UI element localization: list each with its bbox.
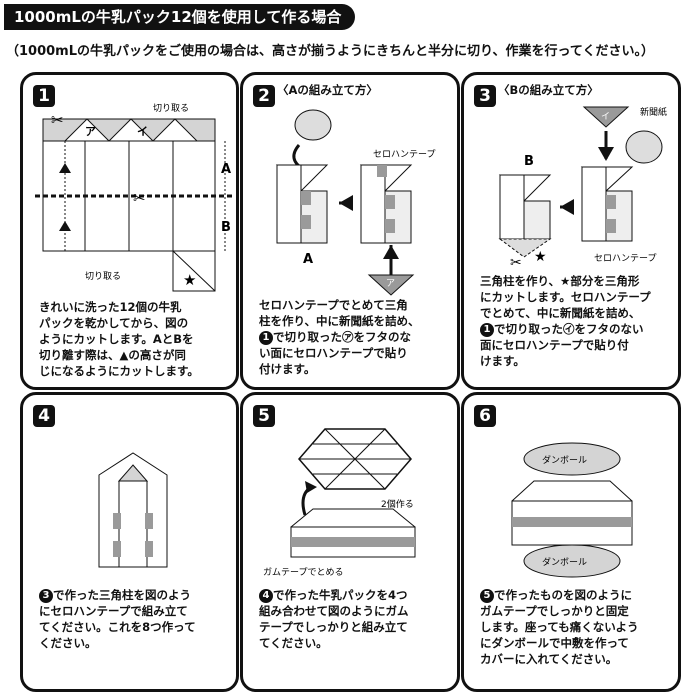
step-2-panel: 2 〈Aの組み立て方〉 A セロハンテープ ア セロハンテープでとめて三角 柱を… (240, 72, 460, 390)
step-ref-icon: 1 (259, 331, 273, 345)
step-number: 2 (253, 85, 275, 107)
step-1-panel: 1 ア イ 切り取る 切り取る A B ★ ✂ ✂ きれいに洗った12個の牛乳 … (20, 72, 239, 390)
step-3-panel: 3 〈Bの組み立て方〉 イ 新聞紙 B ★ ✂ セロハンテープ 三角柱を作り、★… (461, 72, 681, 390)
step-ref-icon: 4 (259, 589, 273, 603)
newspaper-icon (294, 109, 332, 141)
cardboard-top-label: ダンボール (542, 454, 587, 466)
mark-a: ア (85, 125, 96, 138)
label-b: B (524, 154, 534, 169)
newspaper-label: 新聞紙 (640, 106, 667, 118)
mark-label: ア (386, 279, 395, 289)
tape-label: セロハンテープ (594, 253, 656, 264)
assembly-b-diagram: イ 新聞紙 B ★ ✂ セロハンテープ (498, 106, 667, 271)
assembly-a-diagram: A セロハンテープ ア (275, 109, 435, 296)
scissors-icon: ✂ (133, 189, 146, 207)
step-number: 4 (33, 405, 55, 427)
label-a: A (221, 162, 231, 177)
step-number: 1 (33, 85, 55, 107)
label-a: A (303, 252, 313, 267)
step-number: 3 (474, 85, 496, 107)
twice-label: 2個作る (381, 498, 414, 510)
step-ref-icon: 3 (39, 589, 53, 603)
cut-bottom-label: 切り取る (85, 271, 121, 282)
step-3-desc: 三角柱を作り、★部分を三角形 にカットします。セロハンテープ でとめて、中に新聞… (480, 274, 651, 368)
gum-label: ガムテープでとめる (263, 567, 343, 578)
cardboard-bottom-label: ダンボール (542, 556, 587, 568)
step-title: 〈Aの組み立て方〉 (277, 83, 378, 97)
newspaper-icon (625, 130, 663, 164)
label-b: B (221, 220, 231, 235)
hexagon-assembly: 2個作る ガムテープでとめる (263, 428, 416, 578)
mark-label: イ (601, 112, 610, 122)
page-title: 1000mLの牛乳パック12個を使用して作る場合 (4, 4, 356, 30)
cushion-assembly: ダンボール ダンボール (511, 442, 633, 578)
scissors-icon: ✂ (51, 111, 64, 129)
page-subtitle: （1000mLの牛乳パックをご使用の場合は、高さが揃うようにきちんと半分に切り、… (6, 44, 654, 59)
mark-i: イ (137, 125, 148, 138)
step-title: 〈Bの組み立て方〉 (498, 83, 599, 97)
step-1-desc: きれいに洗った12個の牛乳 パックを乾かしてから、図の ようにカットします。Aと… (39, 300, 199, 378)
star-icon: ★ (534, 249, 547, 265)
star-icon: ★ (183, 271, 196, 289)
triangle-prism-assembly (98, 452, 168, 568)
cut-top-label: 切り取る (153, 103, 189, 114)
scissors-icon: ✂ (510, 255, 522, 271)
step-number: 6 (474, 405, 496, 427)
step-number: 5 (253, 405, 275, 427)
step-ref-icon: 5 (480, 589, 494, 603)
milk-carton-cut-diagram: ア イ 切り取る 切り取る A B ★ ✂ ✂ (35, 103, 233, 292)
tape-label: セロハンテープ (373, 149, 435, 160)
step-ref-icon: 1 (480, 323, 494, 337)
